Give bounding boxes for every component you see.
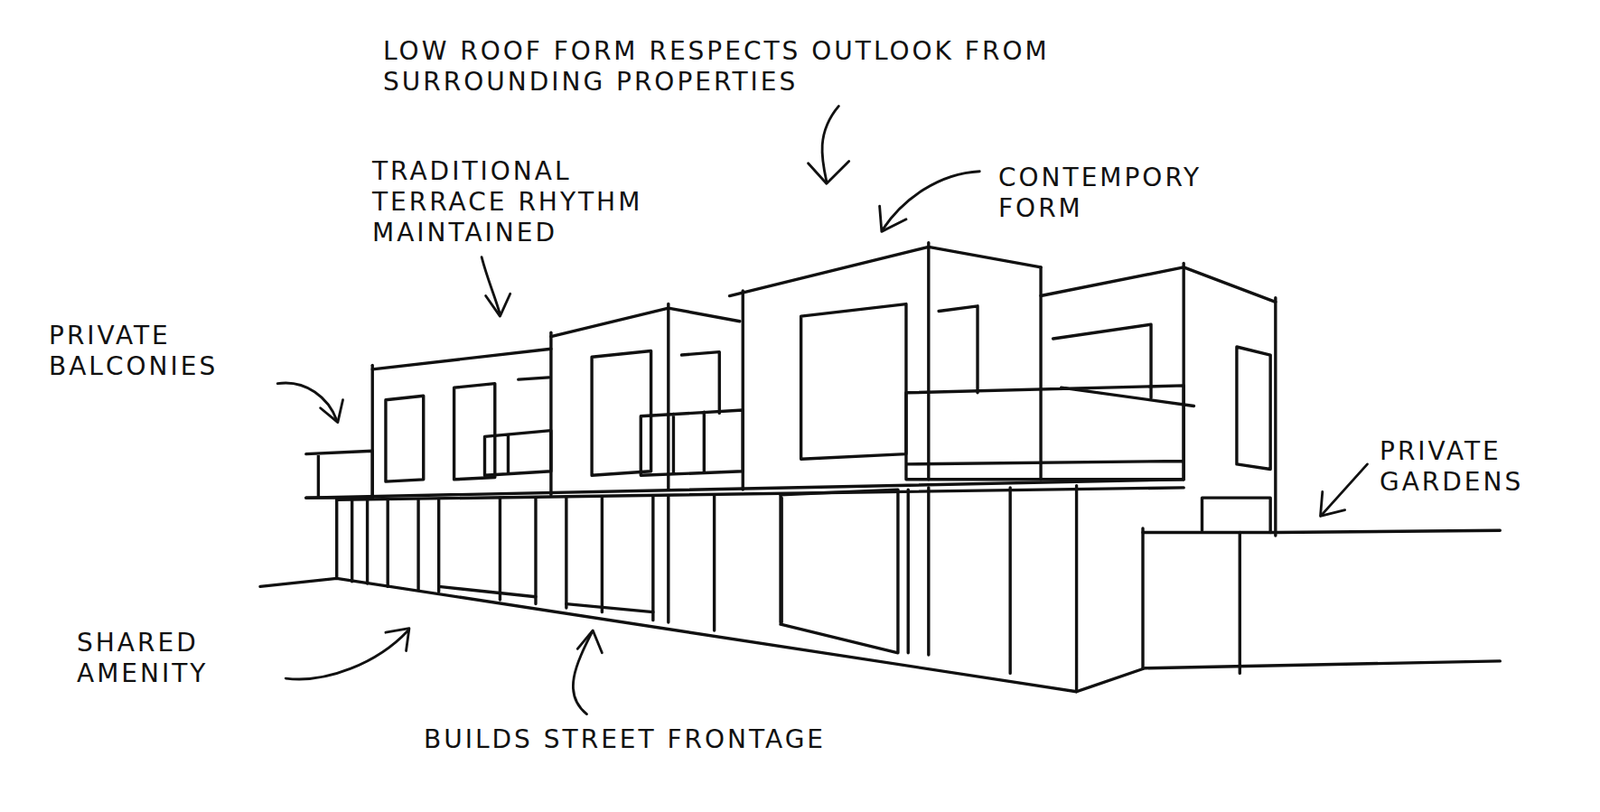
annotation-label: BUILDS STREET FRONTAGE bbox=[423, 724, 1147, 756]
annotation-label: LOW ROOF FORM RESPECTS OUTLOOK FROM SURR… bbox=[383, 36, 1070, 98]
annotation-label: PRIVATE BALCONIES bbox=[48, 320, 253, 383]
annotation-label: SHARED AMENITY bbox=[76, 627, 253, 690]
annotation-label: CONTEMPORY FORM bbox=[998, 162, 1229, 225]
annotation-label: PRIVATE GARDENS bbox=[1379, 436, 1565, 498]
annotation-label: TRADITIONAL TERRACE RHYTHM MAINTAINED bbox=[372, 156, 684, 249]
